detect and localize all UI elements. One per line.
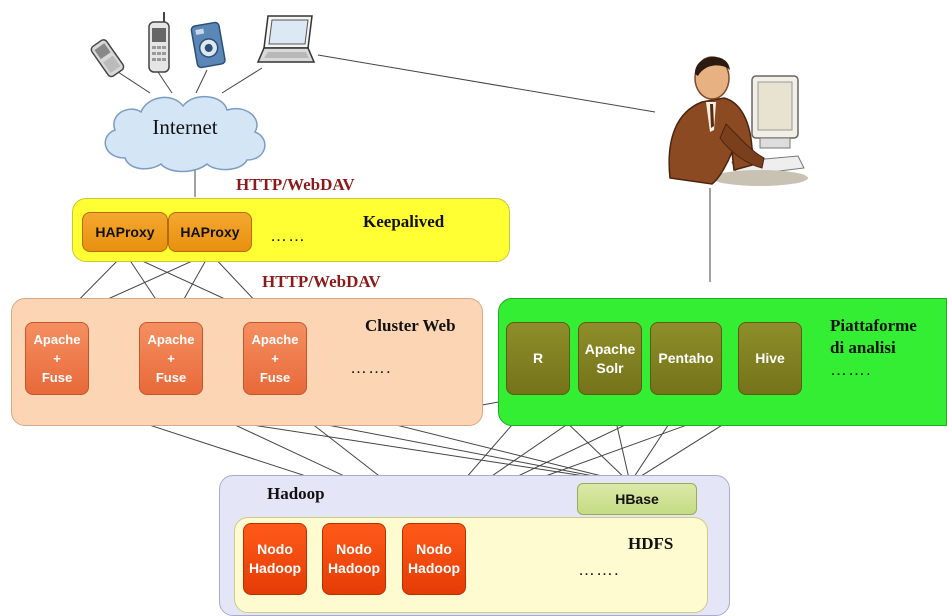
analytics-more: ……. bbox=[830, 360, 872, 379]
hdfs-more: ……. bbox=[578, 560, 620, 579]
haproxy-node: HAProxy bbox=[82, 212, 168, 252]
hdfs-title: HDFS bbox=[628, 534, 674, 553]
analytics-title: Piattaforme di analisi bbox=[830, 316, 917, 357]
keepalived-title: Keepalived bbox=[363, 212, 445, 231]
hadoop-node: Nodo Hadoop bbox=[243, 523, 307, 595]
analyst-at-computer-icon bbox=[668, 56, 808, 186]
apache-fuse-node: Apache + Fuse bbox=[139, 322, 203, 395]
hadoop-title: Hadoop bbox=[267, 484, 325, 503]
hadoop-node: Nodo Hadoop bbox=[402, 523, 466, 595]
analytics-panel bbox=[498, 298, 947, 426]
camera-icon bbox=[190, 21, 226, 69]
haproxy-node: HAProxy bbox=[168, 212, 252, 252]
apache-solr-node: Apache Solr bbox=[578, 322, 642, 395]
internet-label: Internet bbox=[152, 115, 218, 139]
laptop-icon bbox=[256, 15, 316, 63]
r-node: R bbox=[506, 322, 570, 395]
hive-node: Hive bbox=[738, 322, 802, 395]
apache-fuse-node: Apache + Fuse bbox=[25, 322, 89, 395]
apache-fuse-node: Apache + Fuse bbox=[243, 322, 307, 395]
hadoop-node: Nodo Hadoop bbox=[322, 523, 386, 595]
protocol-label-middle: HTTP/WebDAV bbox=[262, 272, 381, 291]
pentaho-node: Pentaho bbox=[650, 322, 722, 395]
protocol-label-top: HTTP/WebDAV bbox=[236, 175, 355, 194]
cell-phone-icon bbox=[90, 39, 125, 78]
cloud-icon bbox=[104, 96, 266, 173]
cluster-web-title: Cluster Web bbox=[365, 316, 456, 335]
cluster-web-more: ……. bbox=[350, 358, 392, 377]
mobile-phone-icon bbox=[148, 12, 170, 73]
hdfs-panel bbox=[234, 517, 708, 613]
hbase-node: HBase bbox=[577, 483, 697, 515]
keepalived-more: …… bbox=[270, 226, 306, 245]
